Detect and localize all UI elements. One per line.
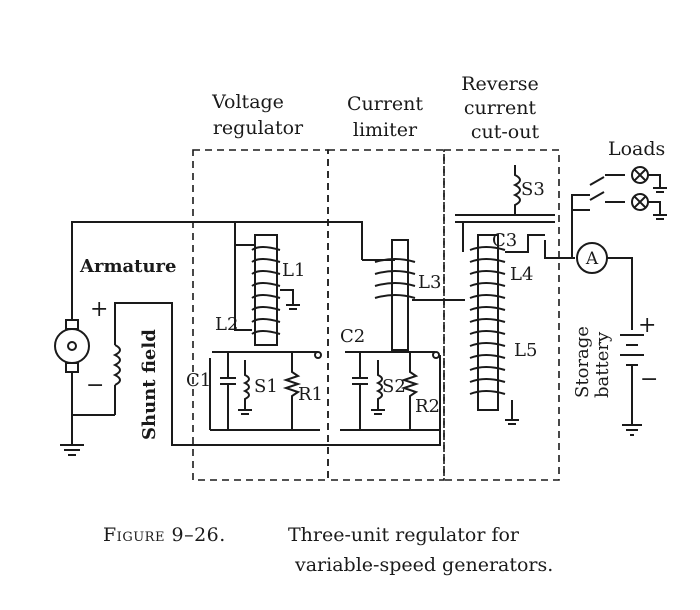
current-limiter-title-2: limiter	[353, 119, 418, 141]
l2-label: L2	[215, 314, 238, 335]
l1-label: L1	[282, 260, 305, 281]
c3-label: C3	[492, 230, 517, 251]
voltage-regulator-title-1: Voltage	[211, 91, 284, 113]
ammeter-label: A	[585, 249, 599, 269]
c2-label: C2	[340, 326, 365, 347]
reverse-cutout-title-2: current	[464, 97, 537, 119]
voltage-regulator-title-2: regulator	[213, 117, 304, 139]
armature-generator	[54, 319, 90, 373]
l3-label: L3	[418, 272, 441, 293]
r1-label: R1	[298, 384, 323, 405]
s2-label: S2	[382, 376, 406, 397]
shunt-field-label: Shunt field	[139, 329, 160, 440]
r2-label: R2	[415, 396, 440, 417]
armature-plus: +	[90, 297, 108, 322]
battery-minus: −	[640, 367, 658, 392]
caption-line-1: Figure 9–26. Three-unit regulator for	[103, 520, 693, 550]
l1-core	[254, 234, 278, 346]
battery-plus: +	[638, 313, 656, 338]
current-limiter-title-1: Current	[347, 93, 423, 115]
armature-minus: −	[86, 373, 104, 398]
s1-label: S1	[254, 376, 278, 397]
l4-l5-core	[477, 234, 499, 411]
figure-caption: Figure 9–26. Three-unit regulator for var…	[103, 520, 693, 580]
caption-text-1: Three-unit regulator for	[288, 524, 520, 546]
l5-label: L5	[514, 340, 537, 361]
caption-line-2: variable-speed generators.	[295, 554, 554, 576]
l4-label: L4	[510, 264, 533, 285]
loads-label: Loads	[608, 138, 665, 160]
reverse-cutout-box	[443, 149, 560, 481]
c1-label: C1	[186, 370, 211, 391]
reverse-cutout-title-1: Reverse	[461, 73, 539, 95]
reverse-cutout-title-3: cut-out	[471, 121, 540, 143]
battery-label: battery	[592, 331, 613, 398]
s3-label: S3	[521, 179, 545, 200]
storage-label: Storage	[572, 326, 593, 398]
figure-number: Figure 9–26.	[103, 524, 226, 546]
armature-label: Armature	[79, 256, 177, 277]
